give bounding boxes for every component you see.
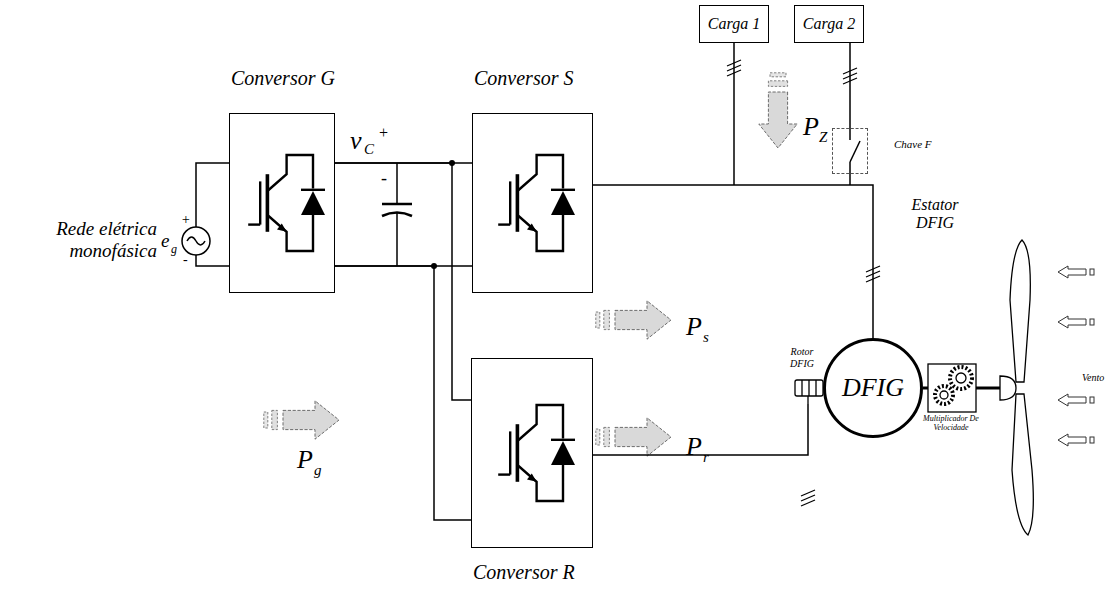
rotor-rings: [807, 396, 808, 404]
power-subscript: Z: [819, 129, 827, 146]
gearbox: [928, 364, 976, 412]
dc-capacitor: [396, 213, 398, 266]
turbine-blades: [1000, 376, 1016, 400]
box-heading: Chave F: [894, 138, 932, 151]
power-name: P: [686, 312, 702, 342]
generator-circle: DFIG: [823, 338, 923, 438]
three-phase-ticks: [801, 495, 815, 501]
converter-box: Conversor R: [471, 358, 593, 548]
converter-switches: [248, 155, 575, 501]
three-phase-ticks: [801, 490, 815, 496]
wire: [335, 163, 471, 520]
gearbox: [923, 387, 928, 390]
signal-subscript: g: [171, 243, 177, 257]
wind-arrows: [1058, 394, 1094, 406]
box-heading: Conversor R: [473, 561, 575, 584]
gearbox: [935, 386, 953, 404]
signal-subscript: C: [364, 141, 374, 158]
source-wires: [196, 255, 229, 266]
dc-capacitor: [396, 163, 398, 204]
three-phase-ticks: [801, 500, 815, 506]
converter-box: Conversor G: [229, 113, 335, 293]
load-box: Carga 1: [699, 5, 769, 43]
turbine-blades: [1012, 394, 1033, 535]
polarity-sign: -: [381, 168, 387, 189]
box-heading: Conversor S: [474, 67, 573, 90]
wind-arrows: [1058, 266, 1094, 278]
box-label: Carga 1: [708, 15, 760, 33]
dc-capacitor: [382, 163, 412, 266]
source-wires: [182, 163, 229, 266]
wind-arrows: [1058, 266, 1094, 446]
source-label: Rede elétrica monofásica: [5, 218, 157, 262]
power-name: P: [297, 445, 313, 475]
rotor-rings: [801, 380, 802, 396]
power-subscript: s: [703, 329, 709, 346]
rotor-rings: [795, 380, 823, 404]
wind-arrows: [1058, 434, 1094, 446]
rotor-rings: [795, 380, 823, 396]
converter-switches: [498, 155, 575, 251]
box-heading: Conversor G: [231, 67, 335, 90]
switch-blade: [850, 128, 860, 174]
polarity-sign: +: [181, 212, 190, 228]
signal-name: v: [350, 126, 362, 156]
box-label: Carga 2: [803, 15, 855, 33]
gearbox: [976, 387, 1000, 390]
source-wires: [182, 227, 210, 255]
power-arrows: [264, 401, 339, 439]
converter-switches: [498, 405, 575, 501]
power-subscript: g: [314, 462, 322, 479]
power-arrows: [759, 73, 797, 148]
wind-arrows: [1058, 316, 1094, 328]
part-name: Rotor DFIG: [782, 346, 822, 369]
wire: [593, 185, 873, 338]
three-phase-ticks: [727, 60, 880, 506]
wire: [733, 43, 735, 185]
gearbox: [950, 367, 972, 389]
switch-box: Chave F: [832, 128, 868, 174]
power-arrows: [596, 418, 671, 456]
switch-blade: [849, 162, 851, 174]
power-arrows: [596, 301, 671, 339]
turbine-blades: [1000, 240, 1033, 535]
gearbox: [923, 364, 1000, 412]
source-wires: [196, 163, 229, 227]
rotor-rings: [808, 380, 809, 396]
wire: [849, 174, 851, 185]
load-box: Carga 2: [794, 5, 864, 43]
polarity-sign: +: [378, 124, 389, 142]
converter-switches: [248, 155, 325, 251]
power-subscript: r: [703, 449, 709, 466]
box-label: DFIG: [842, 373, 904, 403]
switch-blade: [849, 128, 851, 140]
wire: [849, 43, 851, 128]
power-name: P: [803, 112, 819, 142]
rotor-rings: [815, 380, 816, 396]
part-name: Multiplicador De Velocidade: [920, 414, 982, 432]
switch-blade: [850, 141, 860, 162]
power-name: P: [686, 432, 702, 462]
part-name: Vento: [1082, 372, 1104, 384]
converter-box: Conversor S: [472, 113, 593, 293]
polarity-sign: -: [183, 252, 188, 268]
signal-name: e: [161, 230, 169, 252]
source-wires: [187, 237, 205, 245]
turbine-blades: [1010, 240, 1030, 382]
power-arrows: [264, 73, 797, 456]
part-name: Estator DFIG: [898, 196, 972, 233]
gearbox: [956, 373, 966, 383]
gearbox: [940, 391, 948, 399]
dc-capacitor: [382, 203, 412, 206]
